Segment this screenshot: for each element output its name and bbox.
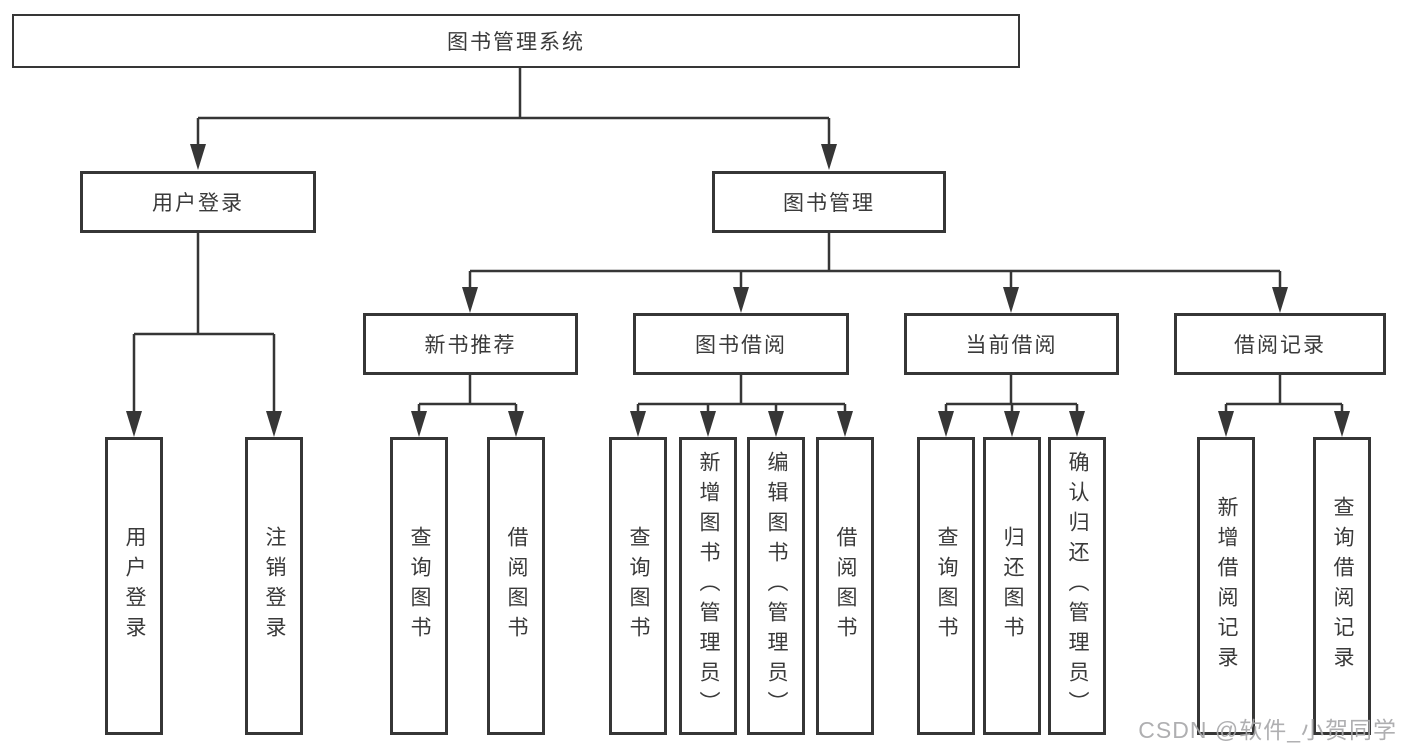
- leaf-search-borrow-record: 查询借阅记录: [1313, 437, 1371, 735]
- leaf-search-books-borrowing: 查询图书: [609, 437, 667, 735]
- node-book-borrowing: 图书借阅: [633, 313, 849, 375]
- leaf-borrow-books: 借阅图书: [816, 437, 874, 735]
- node-new-book-recommendation: 新书推荐: [363, 313, 578, 375]
- leaf-borrow-books-recommend: 借阅图书: [487, 437, 545, 735]
- node-current-borrowing: 当前借阅: [904, 313, 1119, 375]
- leaf-search-books-recommend: 查询图书: [390, 437, 448, 735]
- leaf-confirm-return-admin: 确认归还（管理员）: [1048, 437, 1106, 735]
- leaf-edit-books-admin: 编辑图书（管理员）: [747, 437, 805, 735]
- leaf-logout: 注销登录: [245, 437, 303, 735]
- csdn-watermark: CSDN @软件_小贺同学: [1138, 717, 1397, 743]
- node-user-login: 用户登录: [80, 171, 316, 233]
- leaf-add-books-admin: 新增图书（管理员）: [679, 437, 737, 735]
- node-borrowing-records: 借阅记录: [1174, 313, 1386, 375]
- leaf-add-borrow-record: 新增借阅记录: [1197, 437, 1255, 735]
- leaf-user-login: 用户登录: [105, 437, 163, 735]
- leaf-return-books: 归还图书: [983, 437, 1041, 735]
- node-book-management: 图书管理: [712, 171, 946, 233]
- leaf-search-books-current: 查询图书: [917, 437, 975, 735]
- node-root: 图书管理系统: [12, 14, 1020, 68]
